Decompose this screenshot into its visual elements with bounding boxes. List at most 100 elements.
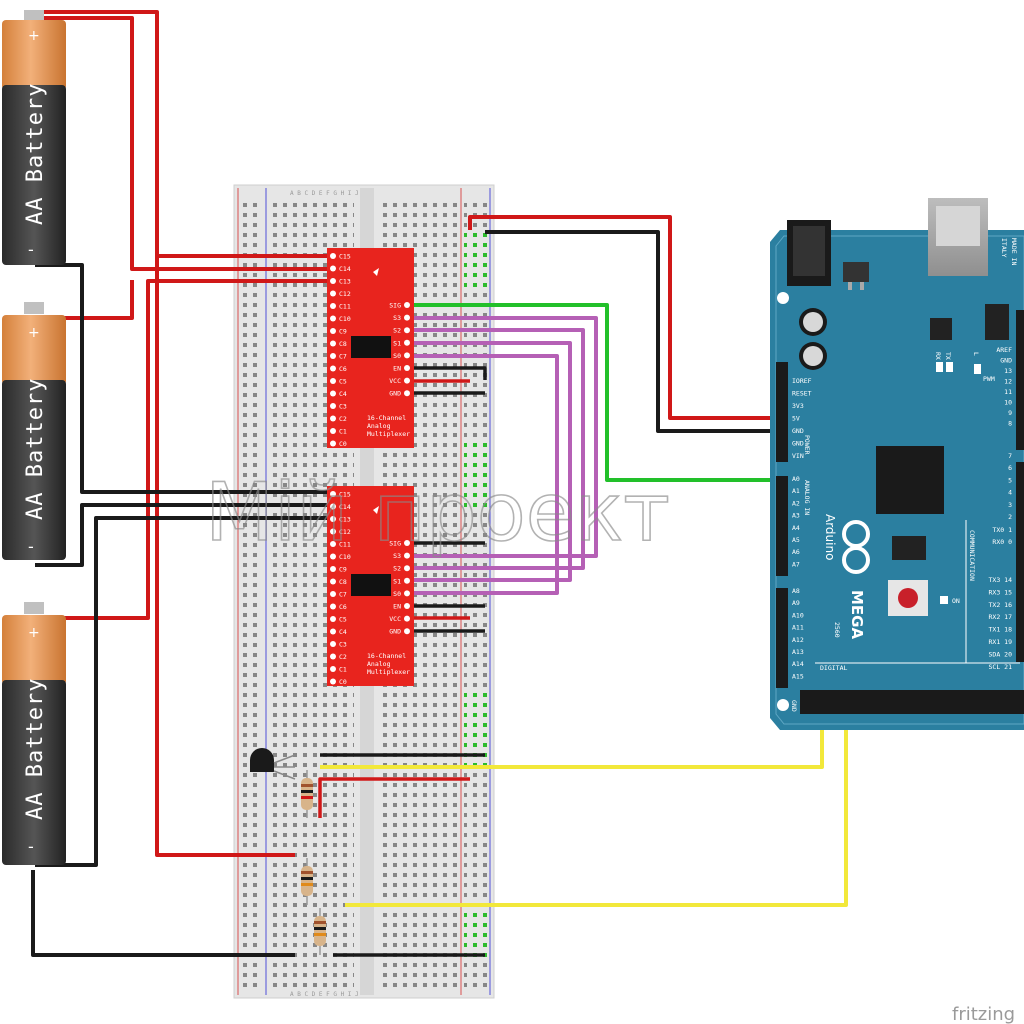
resistor-2 [301,858,313,905]
mux-pin-hole [404,565,410,572]
power-pin-label: GND [792,427,804,435]
wire-red-bat1-inner [35,16,330,271]
mux-pin-hole [330,653,336,660]
digital-gnd-label: GND [790,700,798,712]
mux-pin-hole [330,491,336,497]
mux-2-logo-icon [373,506,379,514]
analog-pin-label: A8 [792,587,800,595]
wire-black-ground-return [31,870,295,957]
mux-pin-hole [330,315,336,322]
mux-pin-label: C3 [339,403,347,411]
pwm-pin-label: 7 [1008,452,1012,460]
comm-pin-label: RX1 19 [989,638,1013,646]
mux-2-title-2: Analog [367,660,391,668]
mux-pin-label: C6 [339,603,347,611]
analog-pin-label: A2 [792,499,800,507]
pwm-pin-label: 2 [1008,513,1012,521]
mux-1-chip [351,336,391,358]
mux-pin-hole [404,390,410,397]
mux-pin-hole [330,503,336,510]
mux-2-title-3: Multiplexer [367,668,410,676]
mux-pin-hole [330,265,336,272]
analog-pin-label: A0 [792,475,800,483]
mux-pin-label: C6 [339,365,347,373]
digital-label: DIGITAL [820,664,847,672]
mux-pin-label: C7 [339,353,347,361]
battery-3-minus: - [28,837,34,856]
resistor-3 [314,908,326,955]
comm-header [1016,462,1024,662]
mux-1-title-3: Multiplexer [367,430,410,438]
wire-purple-s1-mux1 [410,341,572,582]
mux-pin-label: C0 [339,440,347,448]
mux-pin-label: C8 [339,578,347,586]
tx-led-label: TX [944,352,952,360]
pwm-header [1016,310,1024,450]
on-led-label: ON [952,597,960,605]
analog-pin-label: A6 [792,548,800,556]
mux-pin-label: C2 [339,653,347,661]
mux-pin-label: C2 [339,415,347,423]
l-led-label: L [972,352,980,356]
analog-pin-label: A11 [792,624,804,632]
mux-pin-hole [404,377,410,384]
mux-pin-hole [330,353,336,359]
comm-pin-label: RX2 17 [989,613,1013,621]
mux-pin-hole [330,303,336,309]
mux-pin-label: S3 [393,314,401,322]
mux-pin-label: VCC [389,615,401,623]
wire-black-gnd [485,230,782,433]
mux-pin-label: C12 [339,528,351,536]
analog-in-label: ANALOG IN [803,480,811,515]
analog-pin-label: A3 [792,512,800,520]
mux-pin-label: C10 [339,315,351,323]
mux-pin-label: S1 [393,339,401,347]
wire-purple-s3-mux1 [410,316,598,558]
battery-1-label: AA Battery [23,83,48,225]
mux-pin-hole [330,566,336,572]
mux-1-title-2: Analog [367,422,391,430]
reset-button-cap[interactable] [898,588,918,608]
mux-pin-hole [404,603,410,609]
wire-red-mux-vcc [155,256,295,857]
mux-pin-hole [330,253,336,259]
mux-pin-hole [330,328,336,334]
wire-red-lower [318,777,470,818]
mux-pin-hole [330,591,336,597]
arduino-model: MEGA [848,590,866,639]
mux-pin-label: C7 [339,591,347,599]
power-pin-label: 3V3 [792,402,804,410]
mux-pin-label: C15 [339,253,351,261]
mux-pin-hole [330,415,336,422]
analog-pin-label: A12 [792,636,804,644]
mux-pin-label: S0 [393,352,401,360]
mux-pin-label: C11 [339,303,351,311]
pwm-pin-label: 11 [1004,388,1012,396]
mux-pin-hole [330,403,336,409]
mux-pin-label: C15 [339,491,351,499]
analog-pin-label: A13 [792,648,804,656]
pwm-pin-label: 8 [1008,420,1012,428]
mux-pin-hole [404,552,410,559]
power-pin-label: RESET [792,390,812,398]
wire-red-bat2-top [35,280,134,320]
battery-1-minus: - [28,240,34,259]
mux-pin-hole [404,590,410,597]
mux-pin-hole [330,541,336,547]
mux-pin-hole [330,616,336,622]
pwm-pin-label: 3 [1008,501,1012,509]
battery-3: AA Battery + - [2,602,66,865]
mux-pin-hole [404,327,410,334]
pwm-label: PWM [983,375,995,383]
mux-pin-hole [404,302,410,308]
power-pin-label: VIN [792,452,804,460]
mux-pin-hole [330,290,336,297]
mux-pin-hole [404,314,410,321]
battery-2-minus: - [28,537,34,556]
